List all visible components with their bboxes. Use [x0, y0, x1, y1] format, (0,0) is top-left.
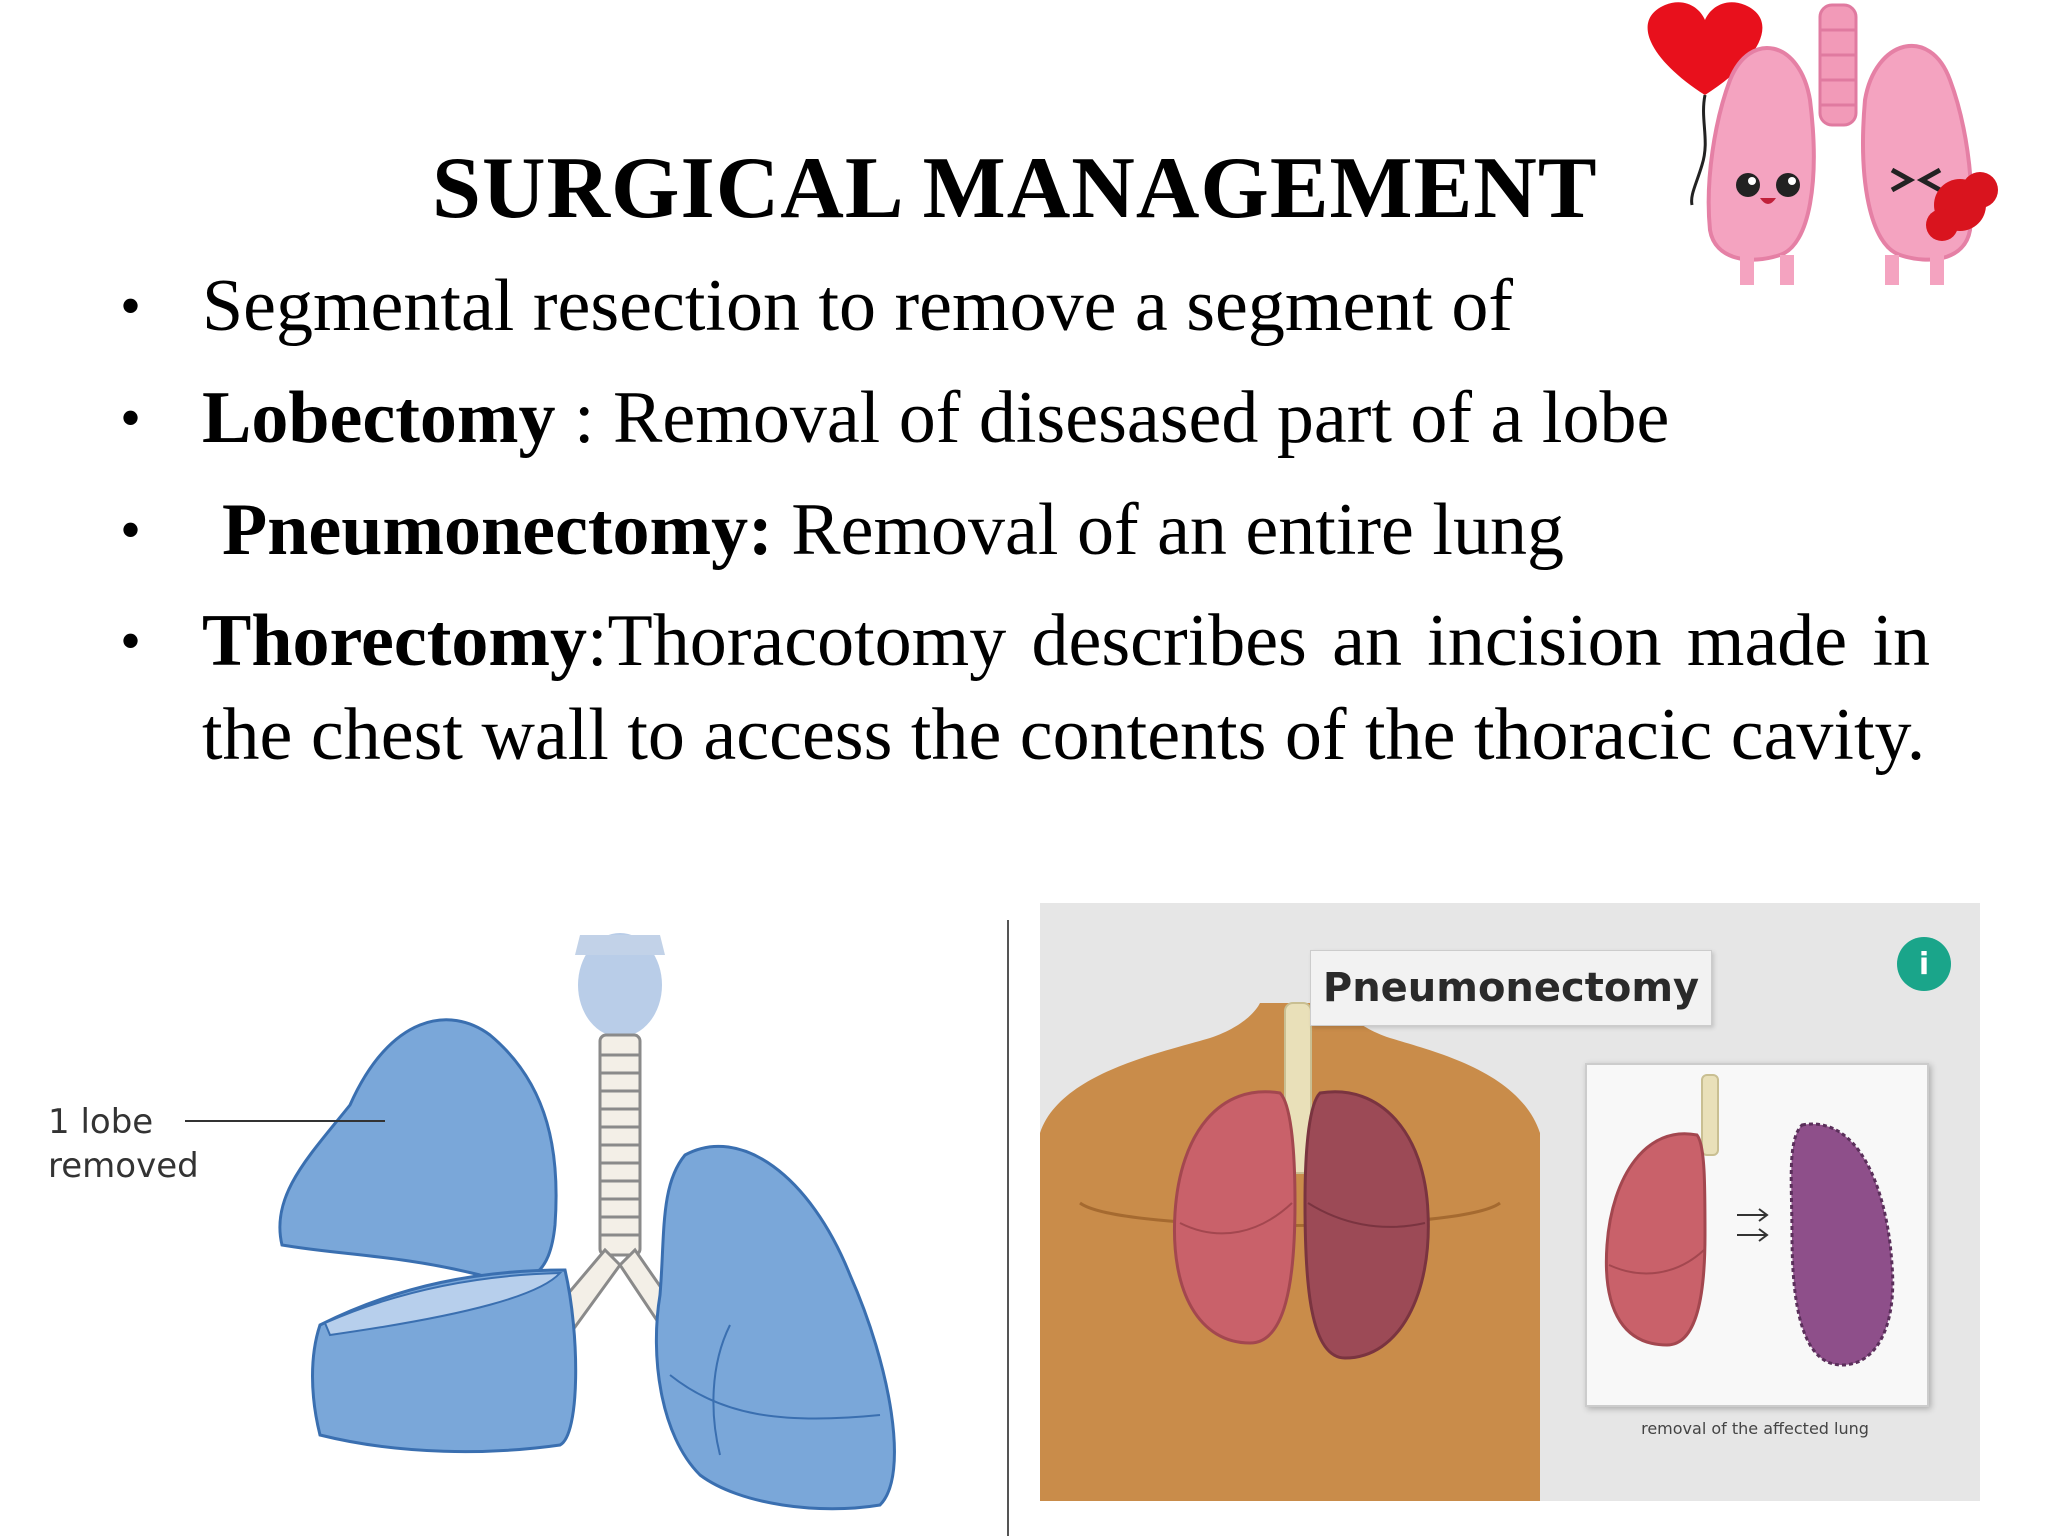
- lobe-removed-label: 1 lobe removed: [48, 1102, 199, 1186]
- lobectomy-diagram: [185, 933, 896, 1511]
- head-icon: [578, 933, 662, 1037]
- bullet-item: • Thorectomy:Thoracotomy describes an in…: [120, 594, 1930, 782]
- bullet-item: • Lobectomy : Removal of disesased part …: [120, 370, 1930, 466]
- bullet-dot-icon: •: [120, 608, 142, 674]
- bullet-list: • Segmental resection to remove a segmen…: [120, 258, 1930, 798]
- pneumonectomy-title: Pneumonectomy: [1310, 950, 1712, 1026]
- bullet-dot-icon: •: [120, 497, 142, 563]
- inset-illustration: [1585, 1063, 1929, 1407]
- bullet-item: • Segmental resection to remove a segmen…: [120, 258, 1930, 354]
- slide-title: SURGICAL MANAGEMENT: [432, 140, 1598, 237]
- bullet-text: Segmental resection to remove a segment …: [202, 265, 1514, 347]
- bullet-item: • Pneumonectomy: Removal of an entire lu…: [120, 482, 1930, 578]
- bullet-term: Thorectomy: [202, 600, 587, 682]
- figure-divider: [1007, 920, 1009, 1536]
- pneumonectomy-figure: Pneumonectomy i removal of the affected …: [1040, 903, 1980, 1501]
- bullet-term: Pneumonectomy:: [222, 489, 773, 571]
- bullet-dot-icon: •: [120, 273, 142, 339]
- bullet-dot-icon: •: [120, 385, 142, 451]
- cartoon-lungs-icon: [1647, 2, 1998, 285]
- torso-illustration: [1040, 1002, 1540, 1501]
- bullet-text: : Removal of disesased part of a lobe: [555, 377, 1670, 459]
- bullet-term: Lobectomy: [202, 377, 556, 459]
- inset-caption: removal of the affected lung: [1641, 1419, 1869, 1438]
- bullet-text: Removal of an entire lung: [772, 489, 1564, 571]
- removed-lung-illustration: [1604, 1074, 1895, 1367]
- bullet-text: :Thoracotomy describes an incision made …: [202, 600, 1930, 776]
- brand-logo-icon: i: [1897, 937, 1951, 991]
